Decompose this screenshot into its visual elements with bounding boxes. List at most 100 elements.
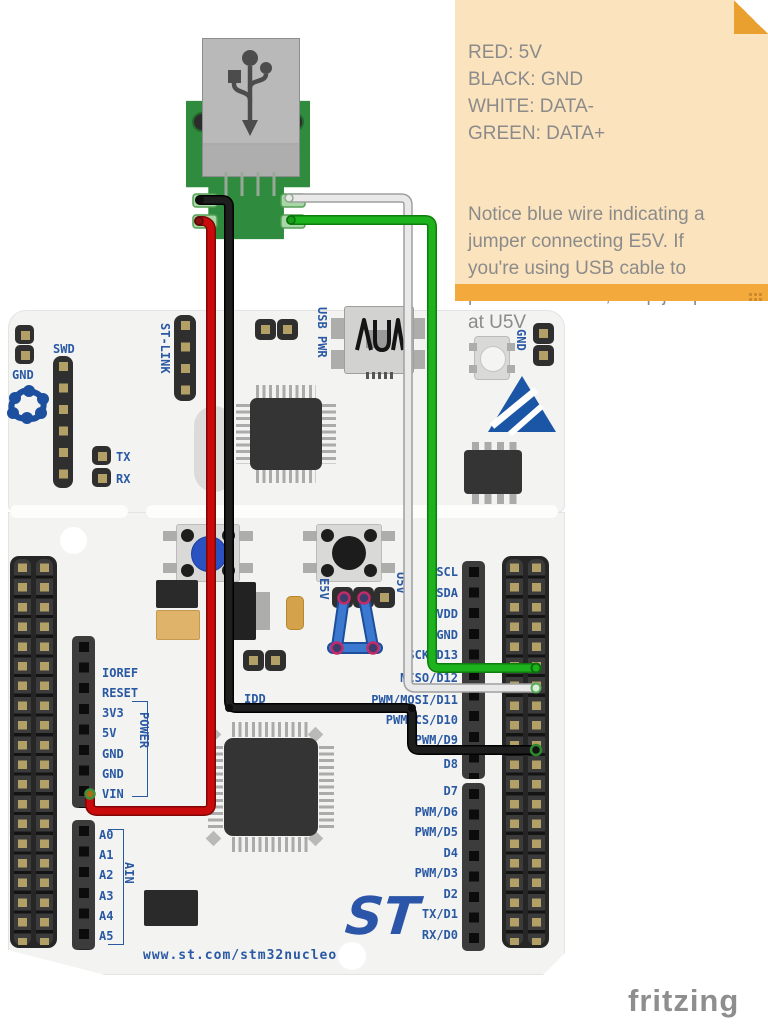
stm32-mcu-chip [224, 738, 318, 836]
st-logo: ST [343, 887, 426, 947]
mcu-pins [319, 746, 334, 828]
analog-header [72, 820, 95, 950]
pin-label-gnd: GND [436, 628, 458, 642]
pin-label-a1: A1 [99, 848, 114, 862]
idd-pin [265, 650, 286, 671]
mount-hole-top [60, 527, 87, 554]
mcu-pins [208, 746, 223, 828]
usb-trident-icon [228, 50, 272, 136]
mbed-logo [7, 385, 49, 424]
pin-label-a5: A5 [99, 929, 114, 943]
pin-label-ioref: IOREF [102, 666, 139, 680]
mount-hole-bottom [338, 942, 366, 970]
e5v-label: E5V [317, 578, 331, 600]
gnd-top-left-label: GND [12, 368, 34, 382]
pin-label-a0: A0 [99, 828, 114, 842]
smd-component [156, 580, 198, 608]
pin-label-d13: SCK/D13 [407, 648, 458, 662]
qfp-pins [236, 404, 251, 464]
usb-pwr-pin [255, 319, 276, 340]
ain-bracket [108, 829, 124, 945]
pin-label-a2: A2 [99, 868, 114, 882]
idd-pin [243, 650, 264, 671]
mcu-pins [232, 722, 310, 737]
pin-label-vin: VIN [102, 787, 124, 801]
st-link-label: ST-LINK [158, 323, 172, 374]
pin-label-gnd: GND [102, 747, 124, 761]
note-pin-map: RED: 5V BLACK: GND WHITE: DATA- GREEN: D… [468, 42, 606, 144]
note-body: Notice blue wire indicating a jumper con… [468, 204, 720, 333]
note-text: RED: 5V BLACK: GND WHITE: DATA- GREEN: D… [468, 12, 760, 363]
pin-label-d2: D2 [443, 887, 458, 901]
st-link-header [174, 315, 196, 401]
pin-label-scl: SCL [436, 565, 458, 579]
qfp-pins [321, 404, 336, 464]
pin-label-sda: SDA [436, 586, 458, 600]
qfp-pins [256, 468, 316, 483]
pin-label-3v3: 3V3 [102, 706, 124, 720]
pin-label-vdd: VDD [436, 607, 458, 621]
svg-text:ST: ST [343, 887, 426, 947]
fritzing-logo: fritzing [628, 983, 740, 1018]
pin-label-d11: PWM/MOSI/D11 [371, 693, 458, 707]
user-button [163, 524, 253, 582]
power-label: POWER [137, 712, 151, 749]
voltage-regulator [228, 582, 256, 640]
pin-label-d4: D4 [443, 846, 458, 860]
rx-label: RX [116, 472, 131, 486]
tx-label: TX [116, 450, 131, 464]
esd-logo [488, 376, 556, 436]
soic-chip [464, 450, 522, 494]
digital-header-bottom [462, 783, 485, 951]
sticky-note[interactable]: RED: 5V BLACK: GND WHITE: DATA- GREEN: D… [455, 0, 768, 333]
rx-pin [92, 468, 111, 487]
pin-label-reset: RESET [102, 686, 139, 700]
mcu-pins [232, 837, 310, 852]
miniusb-pins [366, 372, 394, 379]
pin-label-d8: D8 [443, 757, 458, 771]
pin-label-d1: TX/D1 [421, 907, 458, 921]
regulator-tab [254, 592, 270, 630]
pin-label-d0: RX/D0 [421, 928, 458, 942]
usb-pwr-pin [277, 319, 298, 340]
power-header [72, 636, 95, 808]
tx-pin [92, 446, 111, 465]
pin-label-5v: 5V [102, 726, 117, 740]
note-corner-fold [734, 0, 768, 34]
ain-label: AIN [122, 862, 136, 884]
note-resize-handle[interactable] [749, 293, 752, 296]
smd-capacitor [286, 596, 304, 630]
pin-label-a3: A3 [99, 889, 114, 903]
right-female-header [502, 556, 549, 948]
swd-label: SWD [53, 342, 75, 356]
pin-label-d5: PWM/D5 [414, 825, 458, 839]
note-bottom-bar [455, 284, 768, 301]
pin-label-a4: A4 [99, 909, 114, 923]
u5v-pin [374, 587, 395, 608]
stlink-mcu-chip [250, 398, 322, 470]
swd-header [53, 356, 73, 488]
miniusb-glyph [355, 318, 405, 352]
e5v-pin [332, 587, 353, 608]
smd-component [144, 890, 198, 926]
u5v-label: U5V [394, 572, 408, 594]
pin-label-gnd: GND [102, 767, 124, 781]
digital-header-top [462, 561, 485, 779]
board-oval-cutout [194, 406, 234, 492]
gnd-header-pin [15, 325, 34, 344]
pin-label-d7: D7 [443, 784, 458, 798]
jumper-center-pin [353, 587, 374, 608]
pin-label-d3: PWM/D3 [414, 866, 458, 880]
board-divider-right [146, 505, 558, 518]
board-divider-left [10, 505, 128, 518]
pin-label-d9: PWM/D9 [414, 733, 458, 747]
left-female-header [10, 556, 57, 948]
smd-capacitor [156, 610, 200, 640]
idd-label: IDD [244, 692, 266, 706]
gnd-header-pin [15, 345, 34, 364]
usb-pwr-label: USB PWR [315, 307, 329, 358]
pin-label-d6: PWM/D6 [414, 805, 458, 819]
pin-label-d10: PWM/CS/D10 [385, 713, 458, 727]
black-button [303, 524, 395, 582]
